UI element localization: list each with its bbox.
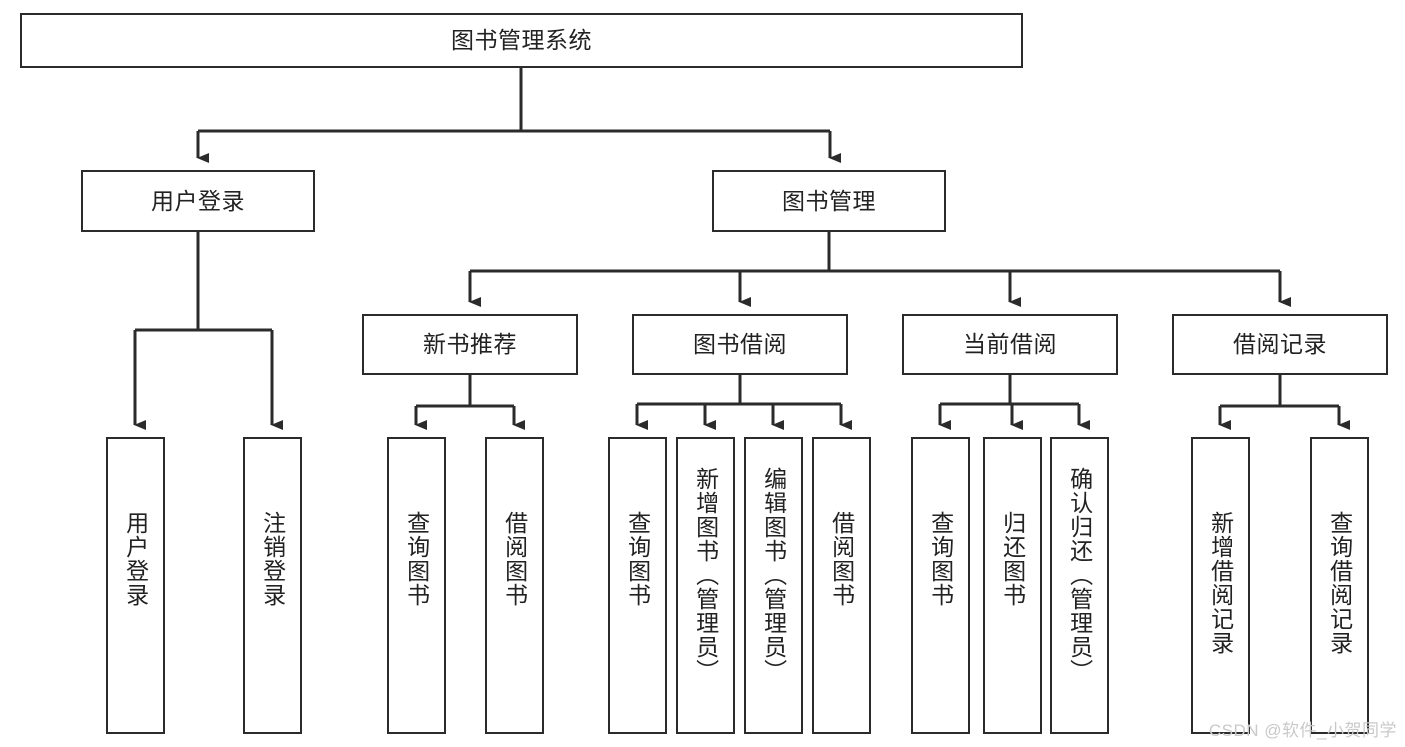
node-label: 图书借阅 <box>693 331 787 358</box>
node-label: 查询图书 <box>624 511 651 607</box>
node-label: 图书管理系统 <box>451 27 592 54</box>
node-label: 用户登录 <box>151 187 245 214</box>
node-label: 借阅图书 <box>501 511 528 607</box>
node-leaf-query-book-2[interactable]: 查询图书 <box>608 437 667 734</box>
node-book-borrow[interactable]: 图书借阅 <box>632 314 848 375</box>
node-leaf-query-book-1[interactable]: 查询图书 <box>387 437 446 734</box>
node-label: 归还图书 <box>999 511 1026 607</box>
node-label: 借阅记录 <box>1233 331 1327 358</box>
node-label: 查询借阅记录 <box>1326 511 1353 655</box>
node-leaf-confirm-return[interactable]: 确认归还（管理员） <box>1050 437 1109 734</box>
node-label: 查询图书 <box>403 511 430 607</box>
node-label: 图书管理 <box>782 187 876 214</box>
node-leaf-add-book[interactable]: 新增图书（管理员） <box>676 437 735 734</box>
node-root[interactable]: 图书管理系统 <box>20 13 1023 68</box>
node-leaf-user-login[interactable]: 用户登录 <box>106 437 165 734</box>
node-leaf-query-book-3[interactable]: 查询图书 <box>911 437 970 734</box>
node-current-borrow[interactable]: 当前借阅 <box>902 314 1118 375</box>
node-label: 新增借阅记录 <box>1207 511 1234 655</box>
node-leaf-query-record[interactable]: 查询借阅记录 <box>1310 437 1369 734</box>
node-user-login[interactable]: 用户登录 <box>81 170 315 232</box>
node-label: 用户登录 <box>122 511 149 607</box>
watermark: CSDN @软件_小贺同学 <box>1208 721 1397 740</box>
node-label: 借阅图书 <box>828 511 855 607</box>
node-label: 新书推荐 <box>423 331 517 358</box>
node-new-book-rec[interactable]: 新书推荐 <box>362 314 578 375</box>
node-label: 编辑图书（管理员） <box>760 467 787 683</box>
node-label: 查询图书 <box>927 511 954 607</box>
node-leaf-edit-book[interactable]: 编辑图书（管理员） <box>744 437 803 734</box>
node-borrow-record[interactable]: 借阅记录 <box>1172 314 1388 375</box>
node-leaf-logout[interactable]: 注销登录 <box>243 437 302 734</box>
node-label: 确认归还（管理员） <box>1066 467 1093 683</box>
node-leaf-borrow-book-2[interactable]: 借阅图书 <box>812 437 871 734</box>
node-leaf-borrow-book-1[interactable]: 借阅图书 <box>485 437 544 734</box>
node-label: 新增图书（管理员） <box>692 467 719 683</box>
node-leaf-return-book[interactable]: 归还图书 <box>983 437 1042 734</box>
node-label: 注销登录 <box>259 511 286 607</box>
node-leaf-add-record[interactable]: 新增借阅记录 <box>1191 437 1250 734</box>
node-book-manage[interactable]: 图书管理 <box>712 170 946 232</box>
node-label: 当前借阅 <box>963 331 1057 358</box>
